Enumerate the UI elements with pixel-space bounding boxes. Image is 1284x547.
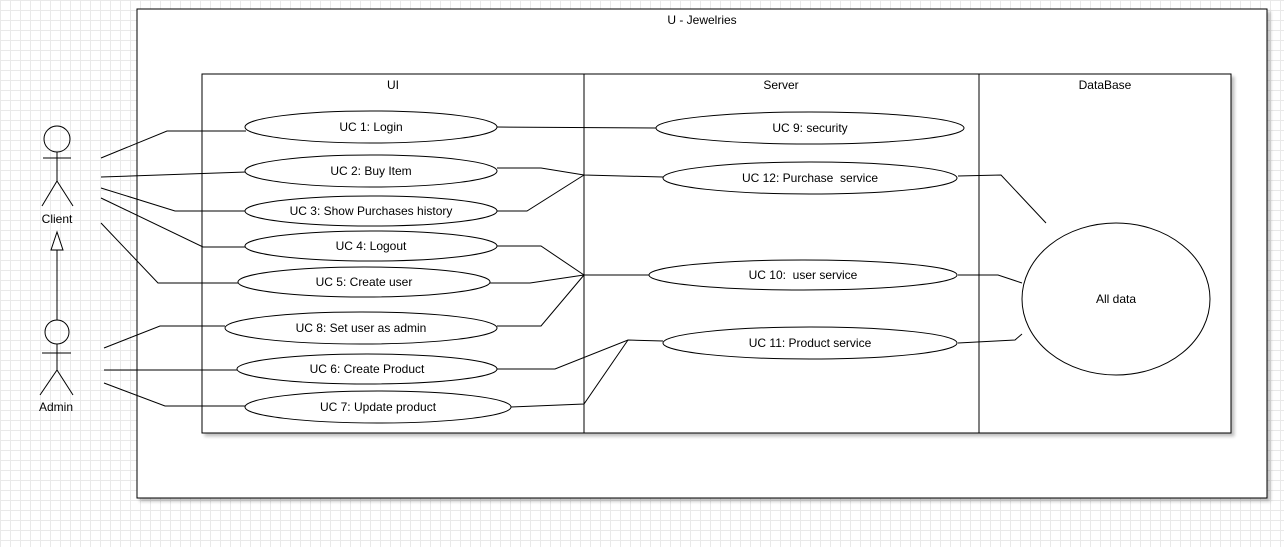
use-case-uc9[interactable]: UC 9: security [655, 111, 965, 145]
assoc-admin-uc7 [103, 382, 246, 407]
use-case-uc6-label: UC 6: Create Product [310, 362, 425, 376]
use-case-uc10-label: UC 10: user service [749, 268, 858, 282]
actor-admin-label: Admin [39, 400, 73, 414]
use-case-uc7-label: UC 7: Update product [320, 400, 437, 414]
use-case-uc12-label: UC 12: Purchase service [742, 171, 878, 185]
use-case-uc4[interactable]: UC 4: Logout [244, 230, 498, 262]
assoc-client-uc5 [100, 222, 239, 284]
assoc-uc2-uc12 [497, 167, 664, 178]
lane-ui-title: UI [387, 78, 399, 92]
assoc-uc10-data [958, 274, 1023, 284]
assoc-uc12-data [957, 174, 1047, 224]
assoc-uc1-uc9 [496, 126, 657, 129]
use-case-uc7[interactable]: UC 7: Update product [244, 390, 512, 424]
assoc-client-uc4 [100, 197, 246, 248]
use-case-uc9-label: UC 9: security [772, 121, 847, 135]
actor-client-label: Client [42, 212, 73, 226]
assoc-uc7-uc11 [510, 339, 629, 408]
use-case-uc3-label: UC 3: Show Purchases history [290, 204, 453, 218]
use-case-uc11[interactable]: UC 11: Product service [662, 326, 958, 360]
use-case-uc5[interactable]: UC 5: Create user [237, 266, 491, 298]
assoc-client-uc1 [100, 130, 246, 159]
use-case-uc5-label: UC 5: Create user [316, 275, 413, 289]
lane-database-title: DataBase [1079, 78, 1132, 92]
data-store-all-data[interactable]: All data [1021, 222, 1211, 376]
assoc-admin-uc8 [103, 325, 225, 349]
use-case-uc1[interactable]: UC 1: Login [244, 110, 498, 144]
actor-admin[interactable] [39, 319, 74, 396]
use-case-uc8[interactable]: UC 8: Set user as admin [224, 311, 498, 345]
use-case-uc2-label: UC 2: Buy Item [330, 164, 411, 178]
use-case-uc8-label: UC 8: Set user as admin [296, 321, 427, 335]
generalization-arrowhead [50, 230, 64, 251]
assoc-uc8-uc10 [497, 274, 585, 327]
associations [100, 126, 1047, 408]
actor-client-head [43, 125, 71, 153]
assoc-uc3-uc12 [497, 174, 585, 212]
actor-admin-head [44, 319, 70, 345]
use-case-uc11-label: UC 11: Product service [749, 336, 872, 350]
use-case-uc2[interactable]: UC 2: Buy Item [244, 154, 498, 188]
use-case-uc12[interactable]: UC 12: Purchase service [662, 161, 958, 195]
use-case-uc4-label: UC 4: Logout [336, 239, 407, 253]
generalization-admin-client [50, 230, 64, 320]
assoc-uc6-uc11 [497, 339, 664, 370]
lane-server-title: Server [763, 78, 798, 92]
data-store-label: All data [1096, 292, 1136, 306]
use-case-uc3[interactable]: UC 3: Show Purchases history [244, 195, 498, 227]
assoc-client-uc2 [100, 171, 247, 178]
assoc-uc4-uc10 [497, 245, 649, 276]
use-case-uc10[interactable]: UC 10: user service [648, 259, 958, 291]
assoc-uc5-uc10 [490, 274, 585, 284]
system-title: U - Jewelries [667, 13, 736, 27]
assoc-uc11-data [957, 333, 1023, 344]
assoc-client-uc3 [100, 187, 246, 212]
use-case-uc6[interactable]: UC 6: Create Product [236, 353, 498, 385]
actor-client[interactable] [41, 125, 74, 207]
use-case-uc1-label: UC 1: Login [339, 120, 402, 134]
